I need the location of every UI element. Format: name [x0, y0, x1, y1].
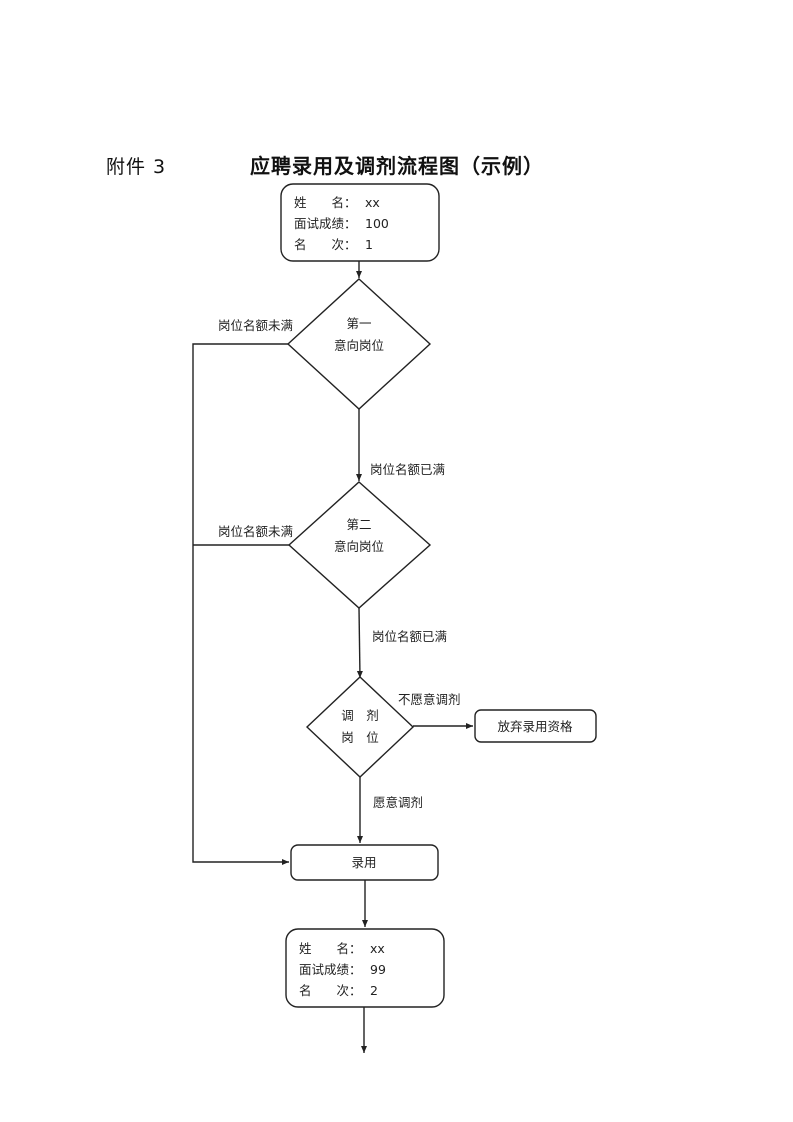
candidate-2-rect: [285, 928, 445, 1008]
attachment-label: 附件 3: [106, 156, 167, 178]
candidate-1-rank-label: 名 次：: [294, 237, 357, 252]
candidate-2-score-label: 面试成绩：: [299, 962, 362, 977]
candidate-2-score-value: 99: [370, 962, 386, 977]
connector-not-full-to-hire: [192, 343, 289, 865]
decision-3-line2: 岗 位: [341, 730, 379, 745]
hire-node: 录用: [290, 844, 439, 881]
edge-label-d1-not-full: 岗位名额未满: [218, 318, 293, 333]
arrow-decision2-to-decision3: [356, 607, 363, 679]
edge-label-d2-full: 岗位名额已满: [372, 629, 447, 644]
abandon-label: 放弃录用资格: [497, 719, 573, 734]
candidate-1-name-label: 姓 名：: [294, 195, 357, 210]
abandon-node: 放弃录用资格: [474, 709, 597, 743]
candidate-1-box: 姓 名： xx 面试成绩： 100 名 次： 1: [280, 183, 440, 262]
candidate-1-score-value: 100: [365, 216, 389, 231]
candidate-1-name-value: xx: [365, 195, 380, 210]
decision-2-line2: 意向岗位: [334, 539, 384, 554]
page-title: 应聘录用及调剂流程图（示例）: [250, 154, 544, 178]
candidate-2-rank-label: 名 次：: [299, 983, 362, 998]
candidate-2-box: 姓 名： xx 面试成绩： 99 名 次： 2: [285, 928, 445, 1008]
decision-1-line1: 第一: [346, 316, 371, 331]
hire-label: 录用: [351, 855, 376, 870]
abandon-rect: [474, 709, 597, 743]
candidate-2-name-label: 姓 名：: [299, 941, 362, 956]
edge-label-d2-not-full: 岗位名额未满: [218, 524, 293, 539]
edge-label-d1-full: 岗位名额已满: [370, 462, 445, 477]
candidate-1-rect: [280, 183, 440, 262]
edge-label-d3-accept: 愿意调剂: [373, 795, 423, 810]
candidate-1-rank-value: 1: [365, 237, 373, 252]
candidate-2-rank-value: 2: [370, 983, 378, 998]
decision-1-line2: 意向岗位: [334, 338, 384, 353]
decision-2-line1: 第二: [346, 517, 371, 532]
edge-label-d3-refuse: 不愿意调剂: [398, 692, 461, 707]
decision-1: 第一 意向岗位: [286, 278, 432, 410]
decision-3-line1: 调 剂: [341, 708, 379, 723]
candidate-1-score-label: 面试成绩：: [294, 216, 357, 231]
decision-2: 第二 意向岗位: [287, 481, 432, 609]
candidate-2-name-value: xx: [370, 941, 385, 956]
